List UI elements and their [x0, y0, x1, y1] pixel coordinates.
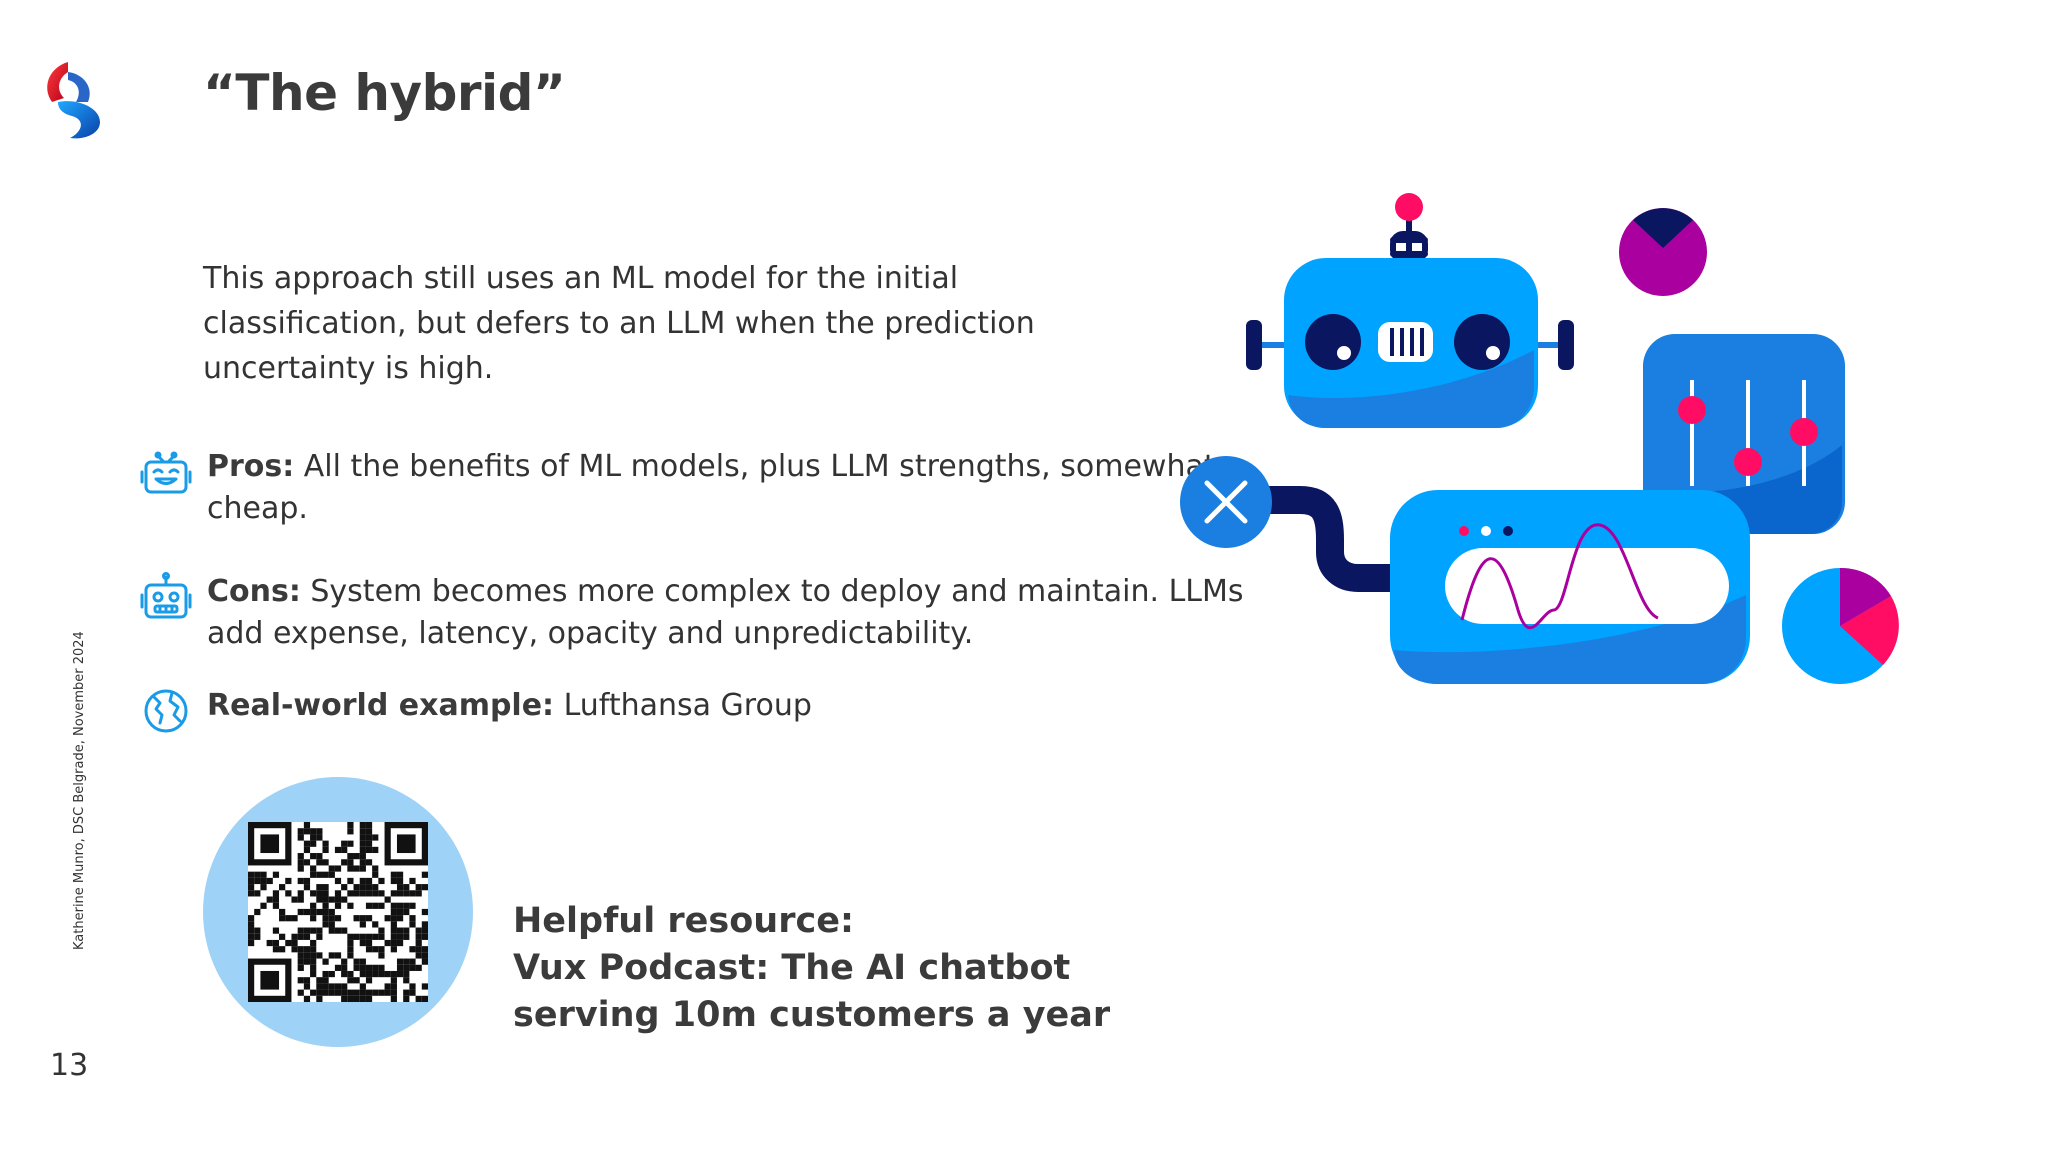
resource-title-line1: Vux Podcast: The AI chatbot	[513, 948, 1071, 988]
cons-label: Cons:	[207, 574, 301, 609]
cons-description: System becomes more complex to deploy an…	[207, 574, 1244, 651]
example-description: Lufthansa Group	[554, 688, 812, 723]
page-number: 13	[50, 1048, 89, 1083]
pros-text: Pros: All the benefits of ML models, plu…	[207, 446, 1287, 530]
author-footer: Katherine Munro, DSC Belgrade, November …	[72, 631, 87, 950]
intro-paragraph: This approach still uses an ML model for…	[203, 261, 1035, 386]
helpful-resource: Helpful resource: Vux Podcast: The AI ch…	[513, 898, 1110, 1039]
globe-icon	[144, 689, 188, 733]
resource-title-line2: serving 10m customers a year	[513, 995, 1111, 1035]
worried-robot-icon	[140, 572, 192, 619]
example-text: Real-world example: Lufthansa Group	[207, 685, 1287, 727]
resource-heading: Helpful resource:	[513, 901, 854, 941]
happy-robot-icon	[140, 451, 192, 494]
robot-illustration	[1180, 193, 1899, 684]
example-label: Real-world example:	[207, 688, 555, 723]
slide-title: “The hybrid”	[203, 64, 566, 122]
brand-logo	[47, 62, 100, 139]
pros-description: All the benefits of ML models, plus LLM …	[207, 449, 1216, 526]
qr-code-pattern	[248, 822, 428, 1002]
qr-code[interactable]	[248, 822, 428, 1002]
pros-label: Pros:	[207, 449, 295, 484]
cons-text: Cons: System becomes more complex to dep…	[207, 571, 1287, 655]
